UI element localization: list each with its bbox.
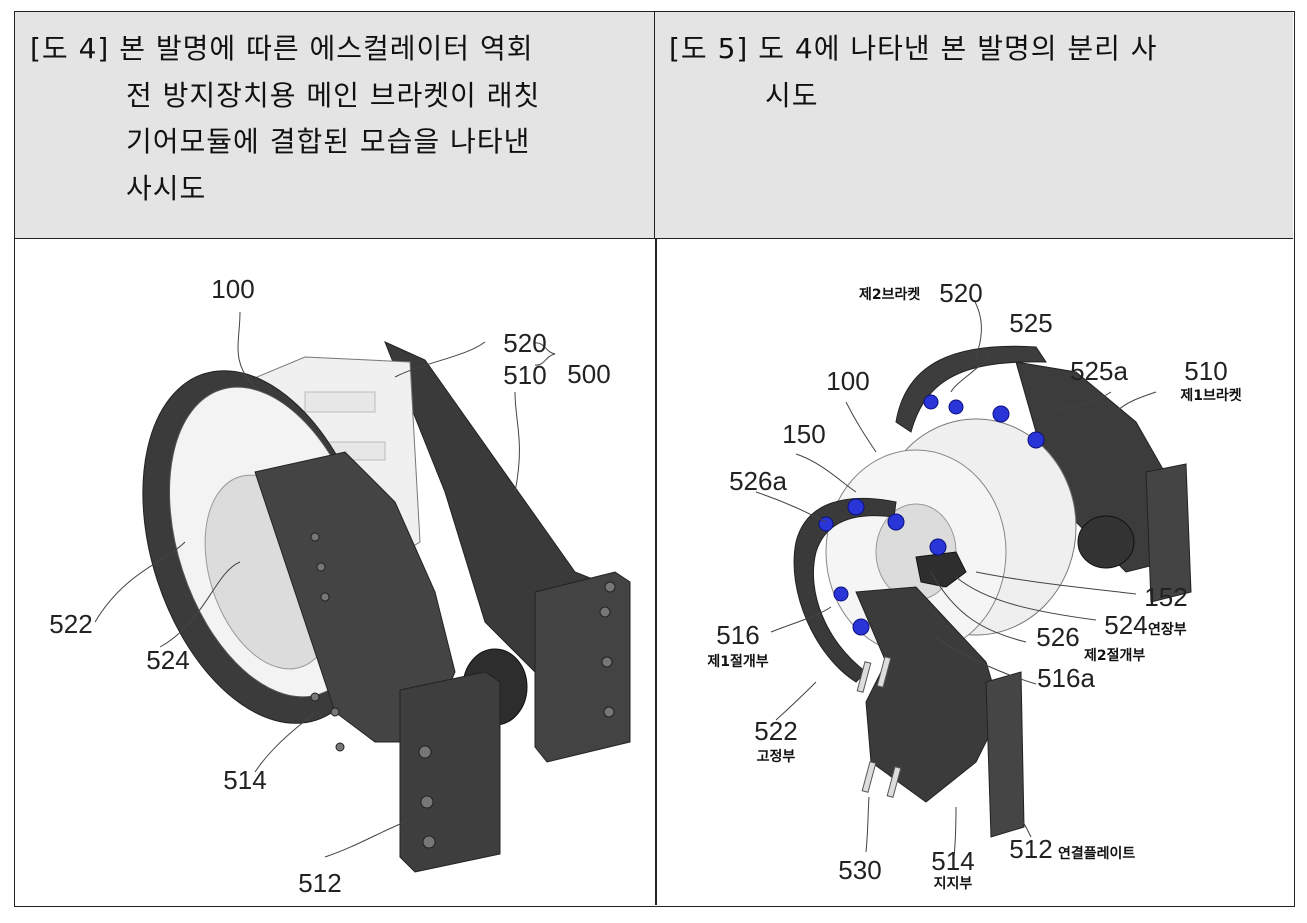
figure4-label-500: 500 <box>567 359 610 389</box>
figure5-label-516: 516 <box>716 620 759 650</box>
figure-table: [도 4] 본 발명에 따른 에스컬레이터 역회 전 방지장치용 메인 브라켓이… <box>14 11 1295 907</box>
figure5-label-100: 100 <box>826 366 869 396</box>
figure5-ko-label-514: 지지부 <box>934 876 973 892</box>
figure5-ko-label-510: 제1브라켓 <box>1180 387 1241 404</box>
figure4-caption-line-1: [도 4] 본 발명에 따른 에스컬레이터 역회 <box>30 32 534 65</box>
figure5-caption-line-2: 시도 <box>765 78 819 112</box>
figure5-ko-label-524: 연장부 <box>1148 621 1187 638</box>
figure5-label-524: 524 <box>1104 610 1147 640</box>
figure4-drawing: 100 520 500 510 522 524 514 512 <box>49 274 631 898</box>
figure5-caption-cell: [도 5] 도 4에 나타낸 본 발명의 분리 사 시도 <box>655 12 1293 239</box>
figure5-label-150: 150 <box>782 419 825 449</box>
figure5-ko-label-512: 연결플레이트 <box>1058 845 1135 862</box>
figure4-caption-line-2: 전 방지장치용 메인 브라켓이 래칫 <box>126 78 541 112</box>
figure4-label-514: 514 <box>223 765 266 795</box>
figure4-caption-line-4: 사시도 <box>126 171 207 205</box>
figure5-label-152: 152 <box>1144 582 1187 612</box>
figure4-label-520: 520 <box>503 328 546 358</box>
figure4-caption: [도 4] 본 발명에 따른 에스컬레이터 역회 전 방지장치용 메인 브라켓이… <box>30 26 650 212</box>
figure5-caption-line-1: [도 5] 도 4에 나타낸 본 발명의 분리 사 <box>669 32 1158 65</box>
figure5-label-525: 525 <box>1009 308 1052 338</box>
figure4-label-522: 522 <box>49 609 92 639</box>
figure5-ko-label-520: 제2브라켓 <box>859 286 920 303</box>
figure5-ko-label-516: 제1절개부 <box>707 654 768 670</box>
figure4-label-510: 510 <box>503 360 546 390</box>
figure5-label-526: 526 <box>1036 622 1079 652</box>
figure4-label-524: 524 <box>146 645 189 675</box>
figure5-label-516a: 516a <box>1037 663 1095 693</box>
figure5-label-520: 520 <box>939 278 982 308</box>
figure5-drawing: 제2브라켓 520 525 525a 510 제1브라켓 100 150 526… <box>707 278 1241 892</box>
figure5-label-530: 530 <box>838 855 881 885</box>
figure5-caption: [도 5] 도 4에 나타낸 본 발명의 분리 사 시도 <box>669 26 1289 119</box>
column-divider <box>655 239 657 905</box>
figure5-label-525a: 525a <box>1070 356 1128 386</box>
figure4-label-100: 100 <box>211 274 254 304</box>
figure5-ko-label-526: 제2절개부 <box>1084 648 1145 664</box>
figure5-label-510: 510 <box>1184 356 1227 386</box>
figure5-label-514: 514 <box>931 846 974 876</box>
figure4-caption-cell: [도 4] 본 발명에 따른 에스컬레이터 역회 전 방지장치용 메인 브라켓이… <box>15 12 655 239</box>
figure5-label-512: 512 <box>1009 834 1052 864</box>
figure5-label-522: 522 <box>754 716 797 746</box>
figure4-caption-line-3: 기어모듈에 결합된 모습을 나타낸 <box>126 125 531 158</box>
figure5-ko-label-522: 고정부 <box>757 748 796 765</box>
figure5-label-526a: 526a <box>729 466 787 496</box>
figure4-label-512: 512 <box>298 868 341 898</box>
